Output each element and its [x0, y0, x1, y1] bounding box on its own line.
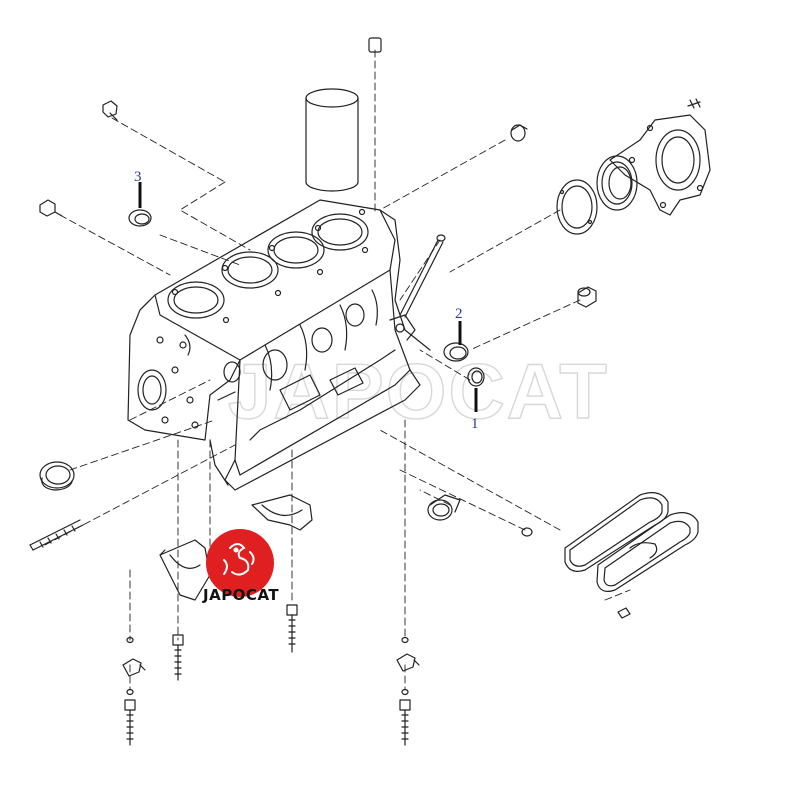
dipstick-tube — [399, 234, 446, 318]
expansion-plug-2 — [443, 342, 469, 362]
bolt-lower-3 — [124, 699, 136, 746]
main-bearing-cap-left — [159, 539, 211, 601]
cylinder-liner — [305, 88, 359, 192]
bolt-lower-2 — [286, 604, 298, 653]
washer-left-bottom — [126, 688, 134, 696]
dowel-pin-right — [577, 286, 597, 308]
rear-gasket — [556, 179, 598, 235]
callout-3-label: 3 — [134, 169, 142, 185]
callout-1-label: 1 — [471, 416, 479, 432]
bolt-lower-1 — [172, 634, 184, 681]
plug-bolt-top-left — [102, 100, 118, 121]
plug-top-right — [510, 124, 528, 142]
front-oil-seal — [39, 461, 75, 491]
callout-2-label: 2 — [455, 306, 463, 322]
piston-cooling-nozzle-left — [122, 658, 146, 677]
side-cover — [596, 512, 699, 592]
rear-housing-bolt — [687, 98, 701, 109]
dowel-pin-top — [368, 37, 382, 53]
piston-cooling-nozzle-right — [396, 653, 420, 672]
expansion-plug-1 — [467, 367, 485, 387]
logo-red-circle — [206, 529, 274, 597]
small-plug — [521, 527, 533, 537]
cam-oil-seal — [427, 494, 461, 521]
cylinder-block — [127, 199, 431, 491]
washer-right-top — [401, 636, 409, 644]
callout-3: 3 — [134, 169, 142, 208]
washer-right-bottom — [401, 688, 409, 696]
expansion-plug-3 — [128, 209, 152, 227]
rear-seal-housing — [609, 114, 711, 216]
logo-cat-glyph-icon — [223, 543, 255, 576]
callout-1: 1 — [471, 388, 479, 432]
japocat-logo: JAPOCAT — [202, 529, 279, 604]
assembly-dash-lines — [44, 49, 631, 691]
main-bearing-cap-right — [251, 494, 313, 531]
watermark-text: JAPOCAT — [228, 347, 609, 435]
washer-left-top — [126, 636, 134, 644]
bolt-lower-4 — [399, 699, 411, 746]
callout-2: 2 — [455, 306, 463, 345]
rear-oil-seal — [596, 155, 638, 211]
stud-bolt — [29, 519, 84, 551]
side-cover-screw — [617, 607, 631, 619]
plug-bolt-left — [39, 199, 63, 217]
logo-text: JAPOCAT — [202, 586, 279, 604]
